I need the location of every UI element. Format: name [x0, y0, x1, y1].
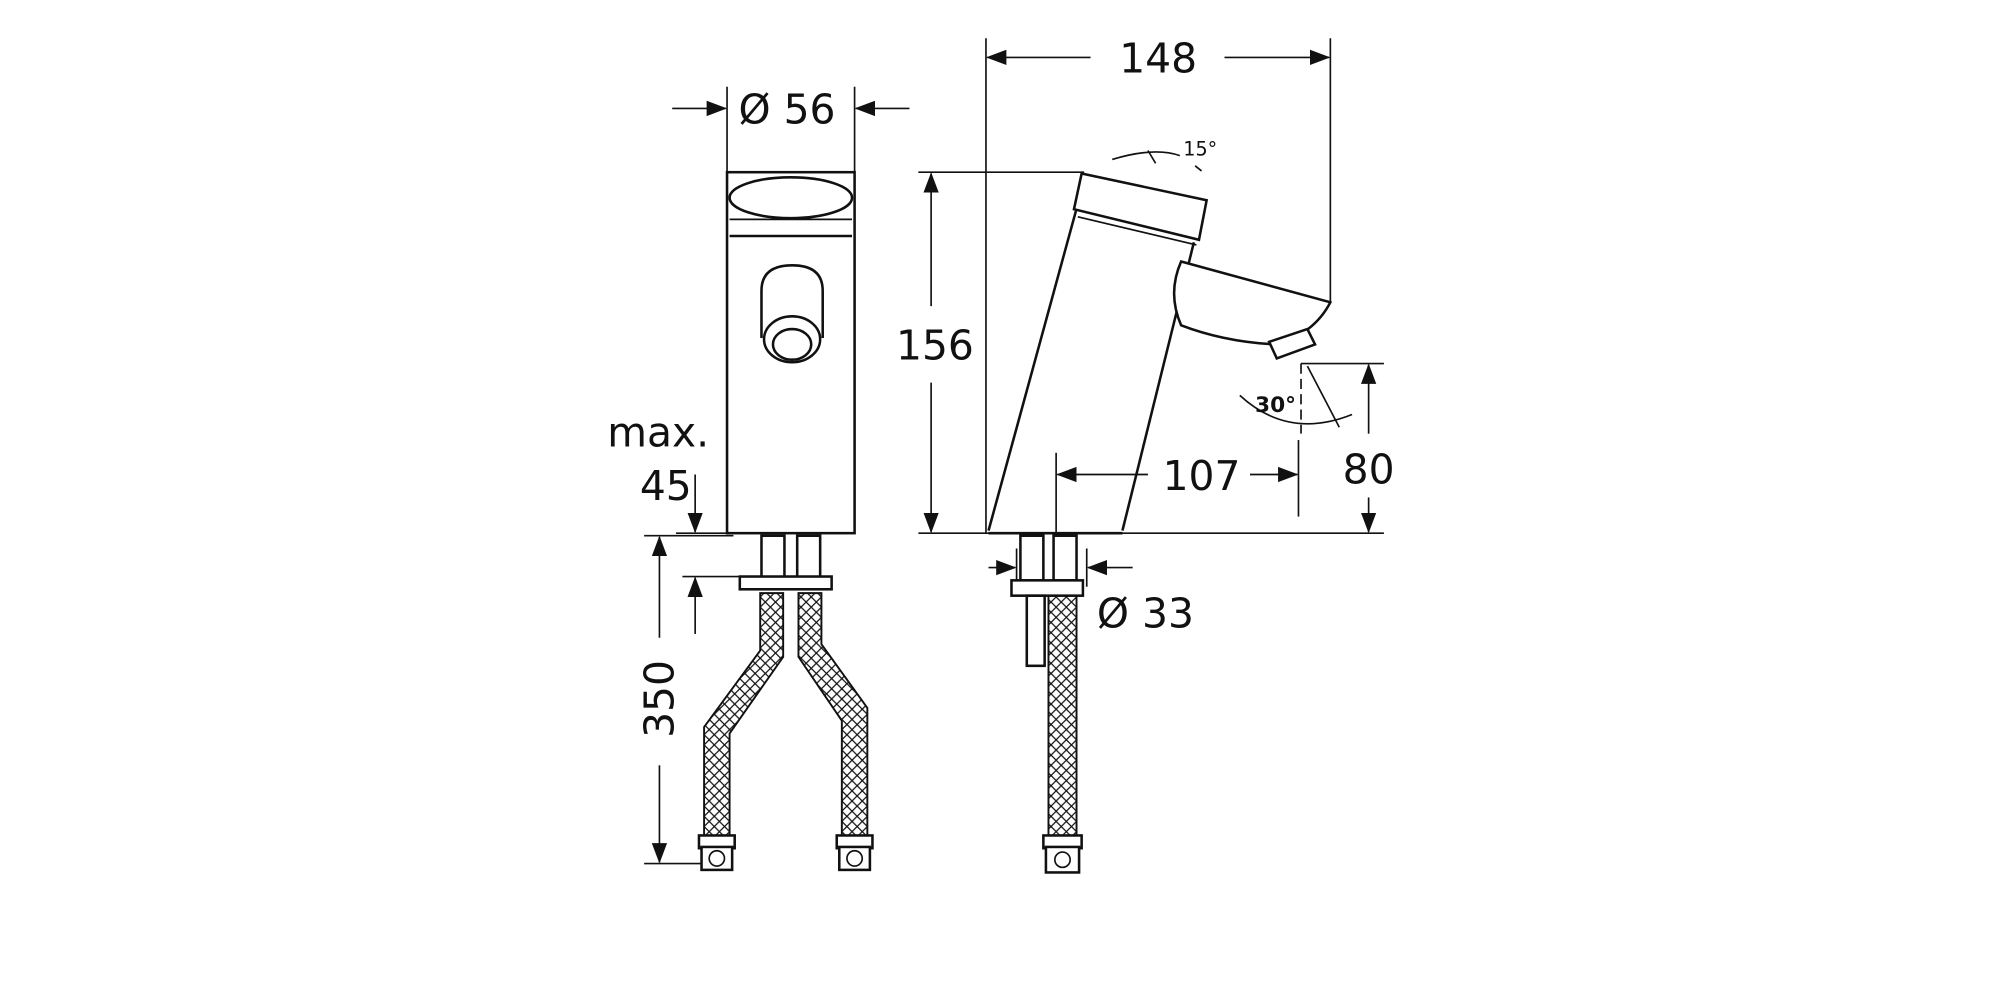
faucet-body-front	[725, 170, 856, 535]
hose-right	[797, 592, 869, 843]
side-view: 148 156 15° 30° 80 107 Ø 33	[896, 35, 1395, 874]
max-45-label: 45	[640, 462, 692, 510]
spout	[1172, 259, 1333, 346]
spout-height-80-label: 80	[1343, 445, 1395, 493]
hose-left	[703, 592, 785, 843]
tilted-cap	[1072, 171, 1209, 242]
top-cap	[728, 176, 854, 220]
tilt-15-label: 15°	[1183, 138, 1217, 161]
max-label: max.	[607, 408, 709, 456]
reach-107-label: 107	[1163, 452, 1241, 500]
hose-350-label: 350	[635, 660, 683, 738]
depth-148-label: 148	[1119, 35, 1197, 83]
shank-33-label: Ø 33	[1097, 590, 1194, 638]
diameter-56-label: Ø 56	[738, 86, 835, 134]
height-156-label: 156	[896, 322, 974, 370]
front-view: Ø 56 max. 45 350	[607, 86, 910, 872]
spout-30-label: 30°	[1255, 393, 1296, 418]
push-button-icon	[760, 264, 824, 364]
hose-side	[1047, 594, 1078, 850]
aerator	[1267, 327, 1317, 361]
body-left-edge	[987, 203, 1080, 531]
